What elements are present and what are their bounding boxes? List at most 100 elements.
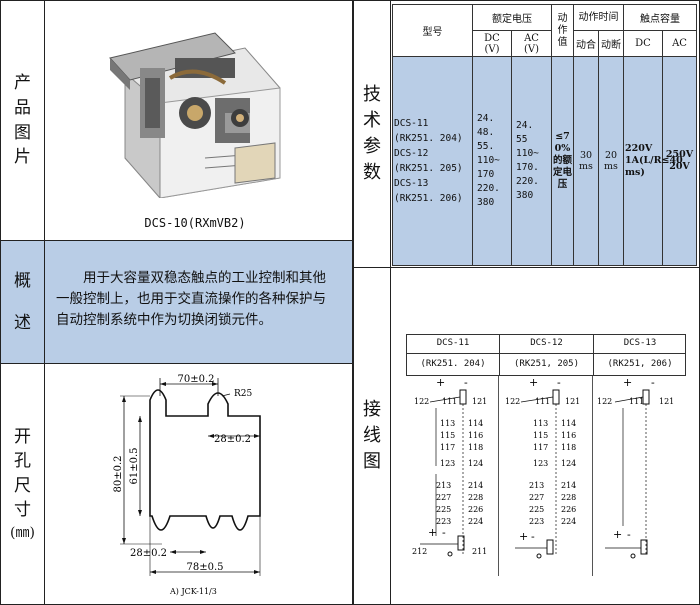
header-time-on: 动合	[573, 30, 599, 57]
svg-text:+: +	[428, 526, 437, 539]
product-model-caption: DCS-10(RXmVB2)	[144, 216, 246, 230]
dim-height-outer: 80±0.2	[113, 455, 124, 492]
svg-text:214: 214	[468, 481, 483, 490]
header-ac: AC(V)	[511, 30, 552, 57]
svg-text:214: 214	[561, 481, 576, 490]
svg-text:213: 213	[436, 481, 451, 490]
svg-text:213: 213	[529, 481, 544, 490]
header-cap-ac: AC	[662, 30, 697, 57]
cell-ac-values: 24. 55 110~ 170. 220. 380	[511, 56, 552, 266]
svg-text:-: -	[627, 528, 631, 541]
svg-text:226: 226	[561, 505, 576, 514]
svg-text:211: 211	[472, 547, 487, 556]
product-image-label: 产 品 图 片	[14, 73, 31, 168]
svg-text:223: 223	[436, 517, 451, 526]
svg-text:+: +	[529, 376, 538, 389]
cell-models: DCS-11 (RK251. 204) DCS-12 (RK251. 205) …	[392, 56, 473, 266]
overview-label: 概 述	[14, 270, 31, 334]
cell-dc-values: 24. 48. 55. 110~ 170 220. 380	[472, 56, 512, 266]
svg-text:113: 113	[533, 419, 548, 428]
svg-text:-: -	[464, 376, 468, 389]
tech-params-table: 型号 额定电压 动作值 动作时间 触点容量 DC(V) AC(V) 动合 动断 …	[392, 4, 697, 266]
svg-text:224: 224	[468, 517, 483, 526]
cell-time-on: 30 ms	[573, 56, 599, 266]
svg-text:-: -	[531, 530, 535, 543]
svg-text:111: 111	[629, 397, 644, 406]
wiring-code-3: (RK251, 206)	[607, 359, 673, 369]
cell-cap-ac: 250V 20V	[662, 56, 697, 266]
svg-text:225: 225	[529, 505, 544, 514]
relay-product-photo	[109, 32, 281, 198]
dim-top-width: 70±0.2	[177, 374, 214, 385]
svg-text:228: 228	[468, 493, 483, 502]
wiring-model-3: DCS-13	[623, 338, 657, 348]
svg-text:116: 116	[561, 431, 576, 440]
svg-text:116: 116	[468, 431, 483, 440]
svg-text:+: +	[623, 376, 632, 389]
svg-text:123: 123	[440, 459, 455, 468]
wiring-header: DCS-11 DCS-12 DCS-13 (RK251. 204) (RK251…	[406, 334, 686, 376]
dim-bottom-width: 78±0.5	[186, 562, 223, 573]
svg-text:114: 114	[468, 419, 483, 428]
svg-text:-: -	[651, 376, 655, 389]
dim-radius: R25	[234, 389, 253, 399]
svg-text:225: 225	[436, 505, 451, 514]
svg-text:228: 228	[561, 493, 576, 502]
svg-text:115: 115	[533, 431, 548, 440]
svg-text:115: 115	[440, 431, 455, 440]
wiring-model-2: DCS-12	[530, 338, 563, 348]
header-model: 型号	[392, 4, 473, 57]
wiring-code-1: (RK251. 204)	[420, 359, 486, 369]
header-dc: DC(V)	[472, 30, 512, 57]
header-capacity: 触点容量	[623, 4, 697, 31]
dim-inner-width: 28±0.2	[214, 434, 251, 445]
svg-text:223: 223	[529, 517, 544, 526]
svg-text:121: 121	[565, 397, 580, 406]
svg-text:124: 124	[468, 459, 483, 468]
cell-cap-dc: 220V 1A(L/R≤40 ms)	[623, 56, 683, 266]
svg-text:+: +	[436, 376, 445, 389]
header-cap-dc: DC	[623, 30, 663, 57]
tech-params-label: 技 术 参 数	[363, 83, 381, 184]
wiring-diagram-dcs13: + - 122 111 121 + -	[597, 376, 674, 559]
svg-text:114: 114	[561, 419, 576, 428]
svg-text:117: 117	[440, 443, 455, 452]
svg-text:123: 123	[533, 459, 548, 468]
svg-text:-: -	[442, 526, 446, 539]
dim-height-inner: 61±0.5	[129, 447, 140, 484]
svg-text:117: 117	[533, 443, 548, 452]
cutout-dimension-drawing: 70±0.2 R25 28±0.2 80±0.2 61±0.5 28±0.2 7…	[113, 374, 261, 596]
wiring-model-1: DCS-11	[436, 338, 470, 348]
wiring-label: 接 线 图	[363, 398, 381, 473]
dim-caption: A) JCK-11/3	[169, 587, 217, 596]
svg-text:224: 224	[561, 517, 576, 526]
cell-time-off: 20 ms	[598, 56, 624, 266]
header-time: 动作时间	[573, 4, 624, 31]
svg-text:212: 212	[412, 547, 427, 556]
header-voltage: 额定电压	[472, 4, 552, 31]
svg-text:+: +	[613, 528, 622, 541]
dim-bottom-inner: 28±0.2	[130, 548, 167, 559]
header-time-off: 动断	[598, 30, 624, 57]
svg-text:122: 122	[597, 397, 612, 406]
svg-text:-: -	[557, 376, 561, 389]
header-action: 动作值	[551, 4, 574, 57]
wiring-code-2: (RK251, 205)	[513, 359, 580, 369]
wiring-diagram-dcs11: + - 122 111 121 113 114 115 116 117 118 …	[412, 376, 487, 557]
overview-text: 用于大容量双稳态触点的工业控制和其他一般控制上，也用于交直流操作的各种保护与自动…	[56, 270, 326, 328]
svg-text:227: 227	[529, 493, 544, 502]
svg-text:113: 113	[440, 419, 455, 428]
svg-text:122: 122	[505, 397, 520, 406]
svg-text:124: 124	[561, 459, 576, 468]
svg-text:111: 111	[535, 397, 550, 406]
svg-text:226: 226	[468, 505, 483, 514]
svg-text:122: 122	[414, 397, 429, 406]
svg-text:118: 118	[561, 443, 576, 452]
cell-action-value: ≤70%的额定电压	[551, 56, 574, 266]
cutout-label: 开 孔 尺 寸 (㎜)	[10, 426, 35, 542]
svg-text:121: 121	[659, 397, 674, 406]
wiring-diagram-dcs12: + - 122 111 121 113 114 115 116 117 118 …	[505, 376, 580, 559]
svg-text:+: +	[519, 530, 528, 543]
svg-text:121: 121	[472, 397, 487, 406]
svg-text:227: 227	[436, 493, 451, 502]
